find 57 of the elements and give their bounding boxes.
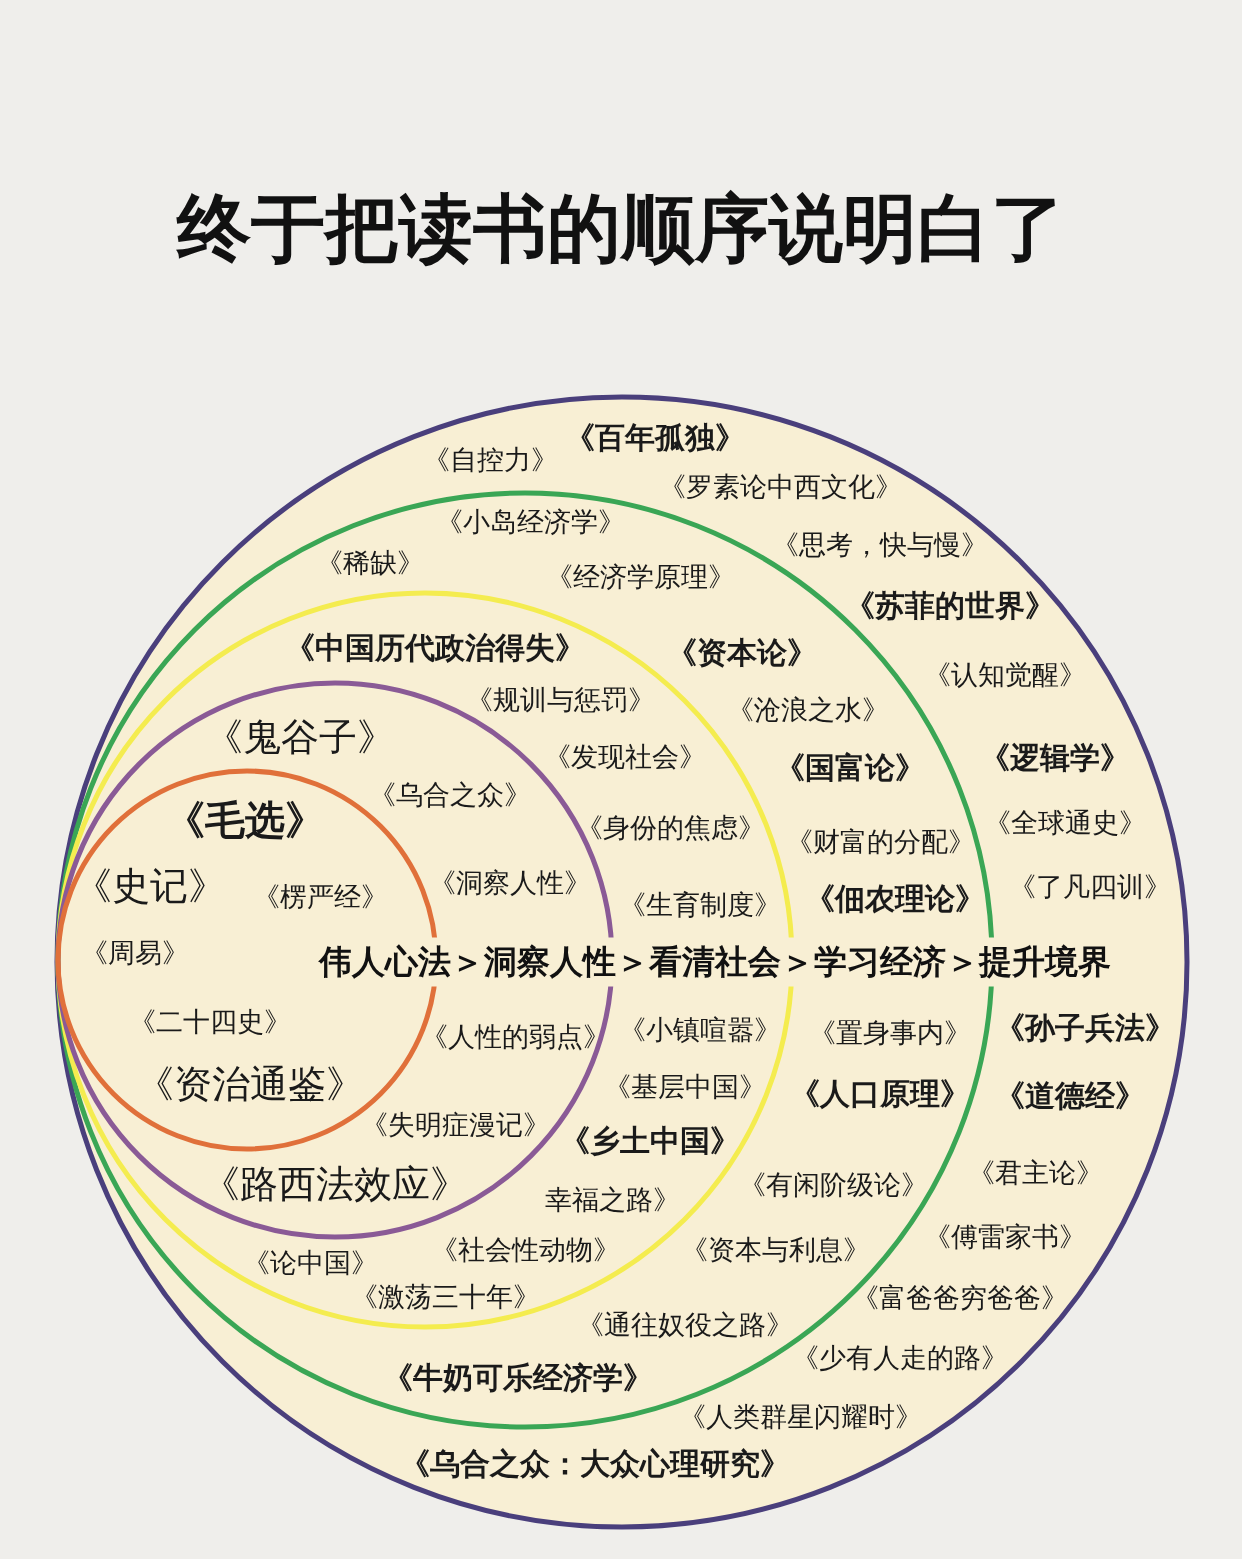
book-title: 《人类群星闪耀时》 — [678, 1402, 922, 1432]
book-title: 《发现社会》 — [544, 742, 706, 772]
book-title: 《周易》 — [81, 938, 189, 968]
book-title: 《洞察人性》 — [429, 868, 591, 898]
book-title: 《全球通史》 — [984, 808, 1146, 838]
book-title: 《佃农理论》 — [805, 881, 985, 915]
book-title: 《路西法效应》 — [202, 1164, 468, 1206]
book-title: 《生育制度》 — [619, 890, 781, 920]
book-title: 《论中国》 — [242, 1248, 378, 1278]
book-title: 《资治通鉴》 — [136, 1064, 364, 1106]
book-title: 《基层中国》 — [604, 1072, 766, 1102]
book-title: 《小岛经济学》 — [435, 507, 625, 537]
book-title: 《激荡三十年》 — [350, 1282, 540, 1312]
book-title: 《乌合之众：大众心理研究》 — [400, 1446, 790, 1480]
book-title: 《少有人走的路》 — [792, 1343, 1008, 1373]
book-title: 《鬼谷子》 — [205, 717, 395, 759]
book-title: 《牛奶可乐经济学》 — [383, 1360, 653, 1394]
book-title: 《孙子兵法》 — [995, 1010, 1175, 1044]
book-title: 《史记》 — [74, 866, 226, 908]
circle-ring — [54, 394, 1190, 1530]
book-title: 《人口原理》 — [790, 1076, 970, 1110]
book-title: 《稀缺》 — [316, 548, 424, 578]
book-title: 《毛选》 — [165, 798, 325, 842]
book-title: 《国富论》 — [775, 750, 925, 784]
book-title: 《社会性动物》 — [430, 1235, 620, 1265]
book-title: 《逻辑学》 — [980, 740, 1130, 774]
book-title: 《二十四史》 — [129, 1007, 291, 1037]
book-title: 《沧浪之水》 — [727, 695, 889, 725]
book-title: 《乡土中国》 — [560, 1123, 740, 1157]
book-title: 《傅雷家书》 — [924, 1222, 1086, 1252]
book-title: 《小镇喧嚣》 — [619, 1015, 781, 1045]
book-title: 《了凡四训》 — [1009, 872, 1171, 902]
book-title: 《身份的焦虑》 — [575, 813, 765, 843]
book-title: 《罗素论中西文化》 — [658, 472, 902, 502]
book-title: 《楞严经》 — [252, 882, 388, 912]
title: 终于把读书的顺序说明白了 — [175, 184, 1066, 273]
book-title: 《失明症漫记》 — [360, 1110, 550, 1140]
book-title: 《自控力》 — [422, 445, 558, 475]
book-title: 《规训与惩罚》 — [465, 685, 655, 715]
book-title: 《君主论》 — [967, 1158, 1103, 1188]
book-title: 《认知觉醒》 — [924, 660, 1086, 690]
book-title: 《通往奴役之路》 — [577, 1310, 793, 1340]
book-title: 《道德经》 — [995, 1078, 1145, 1112]
book-title: 《富爸爸穷爸爸》 — [852, 1283, 1068, 1313]
book-title: 《置身事内》 — [809, 1018, 971, 1048]
book-title: 《资本与利息》 — [680, 1235, 870, 1265]
book-title: 《思考，快与慢》 — [772, 530, 988, 560]
book-title: 《财富的分配》 — [785, 827, 975, 857]
book-title: 幸福之路》 — [544, 1185, 680, 1215]
book-title: 《人性的弱点》 — [420, 1022, 610, 1052]
book-title: 《有闲阶级论》 — [738, 1170, 928, 1200]
book-title: 《经济学原理》 — [545, 562, 735, 592]
book-title: 《资本论》 — [667, 635, 817, 669]
book-title: 《百年孤独》 — [565, 420, 745, 454]
book-title: 《乌合之众》 — [369, 780, 531, 810]
book-title: 《中国历代政治得失》 — [285, 630, 585, 664]
book-title: 《苏菲的世界》 — [845, 588, 1055, 622]
